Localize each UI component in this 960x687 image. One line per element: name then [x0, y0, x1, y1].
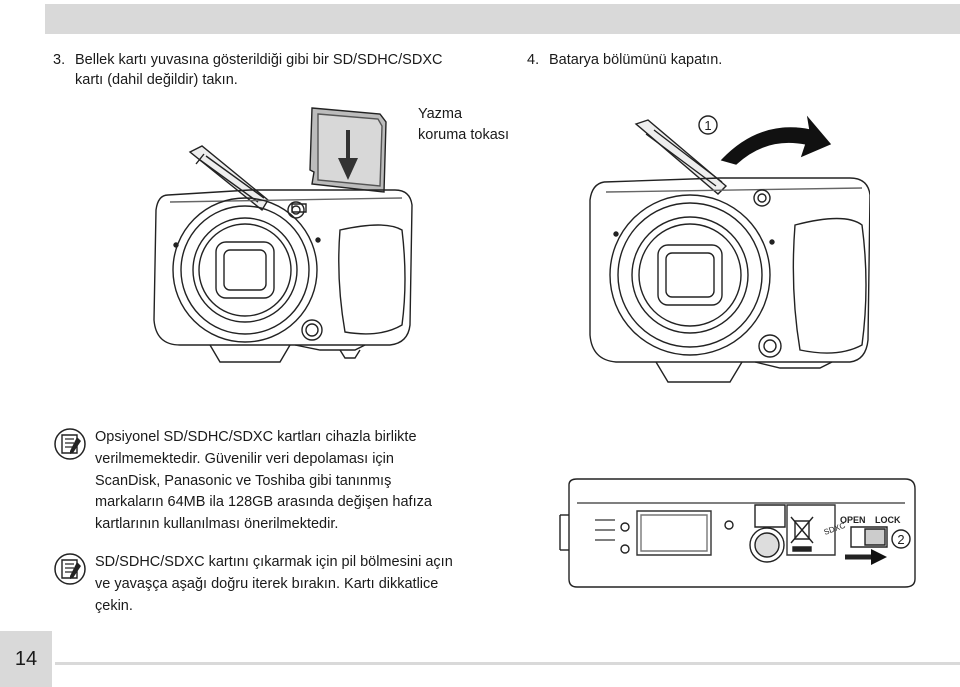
callout-1: 1	[699, 116, 717, 134]
note-icon	[53, 427, 87, 461]
header-bar	[45, 4, 960, 34]
write-protect-label: Yazma koruma tokası	[418, 106, 510, 143]
callout-2: 2	[892, 530, 910, 548]
camera-card-insert-figure	[140, 100, 420, 390]
svg-text:2: 2	[897, 532, 904, 547]
step-number: 3.	[53, 52, 66, 68]
note-memory-card-info: Opsiyonel SD/SDHC/SDXC kartları cihazla …	[95, 429, 432, 533]
camera-bottom-figure: SDXC OPEN LOCK 2	[555, 475, 920, 595]
step-3-text: 3. Bellek kartı yuvasına gösterildiği gib…	[53, 50, 442, 90]
page-number: 14	[0, 631, 52, 687]
step-line: Batarya bölümünü kapatın.	[549, 52, 723, 68]
note-remove-card: SD/SDHC/SDXC kartını çıkarmak için pil b…	[95, 554, 453, 614]
arrow-right-icon	[845, 549, 887, 565]
footer-line	[55, 662, 960, 665]
svg-text:1: 1	[704, 118, 711, 133]
open-label: OPEN	[840, 515, 866, 525]
step-4-text: 4. Batarya bölümünü kapatın.	[527, 50, 722, 70]
lock-label: LOCK	[875, 515, 901, 525]
weee-icon	[791, 517, 813, 551]
step-number: 4.	[527, 52, 540, 68]
camera-close-door-figure: 1	[580, 100, 870, 390]
note-icon	[53, 552, 87, 586]
step-line: Bellek kartı yuvasına gösterildiği gibi …	[75, 52, 443, 68]
step-line: kartı (dahil değildir) takın.	[75, 72, 238, 88]
curved-arrow-icon	[722, 118, 830, 164]
arrow-down-icon	[338, 130, 358, 180]
